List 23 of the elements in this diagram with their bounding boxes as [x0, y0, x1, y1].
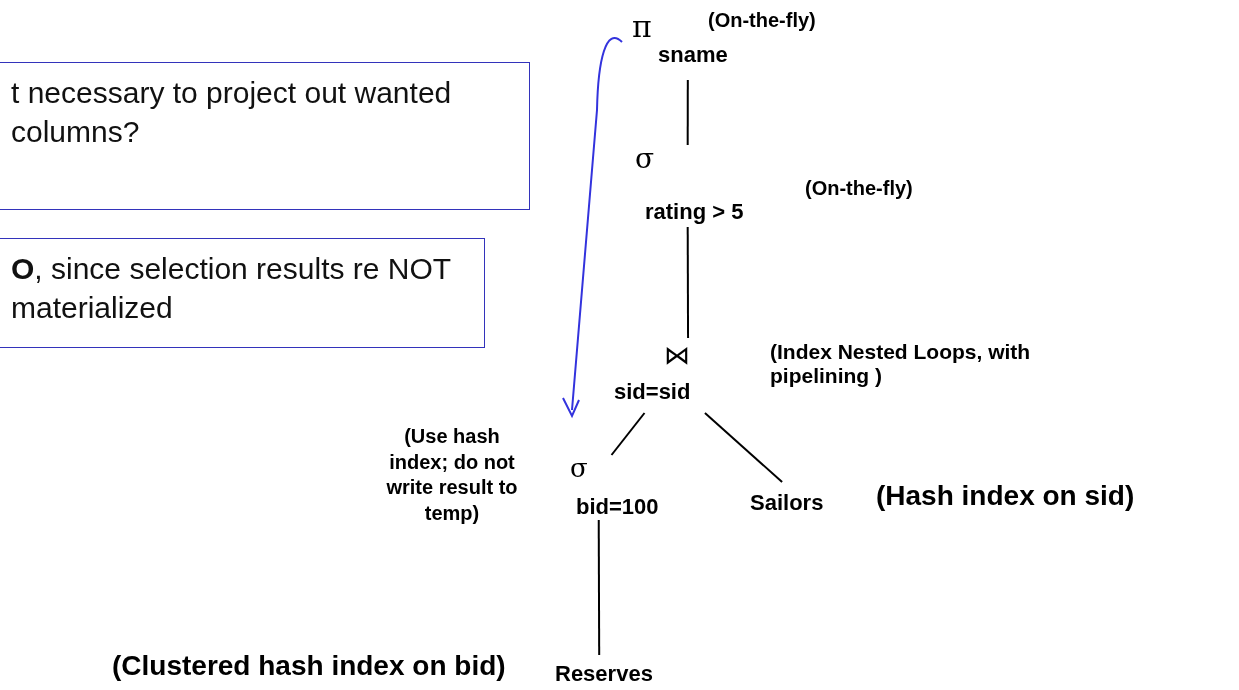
operator-symbol: ⋈: [664, 342, 690, 368]
relation-name: Sailors: [750, 492, 824, 514]
operator-condition: bid=100: [576, 496, 659, 518]
operator-condition: sname: [658, 44, 728, 66]
operator-symbol: σ: [570, 455, 588, 481]
operator-symbol: σ: [635, 145, 655, 173]
operator-condition: sid=sid: [614, 381, 691, 403]
tree-edge: [610, 412, 646, 456]
note-box: O, since selection results re NOT materialized: [0, 238, 485, 348]
operator-symbol: π: [632, 12, 652, 42]
annotation-text: (Use hash index; do not write result to temp): [385, 424, 519, 526]
annotation-text: (Hash index on sid): [876, 479, 1136, 513]
note-box: t necessary to project out wanted columns?: [0, 62, 530, 210]
tree-edge: [703, 412, 784, 483]
annotation-text: (On-the-fly): [708, 8, 817, 32]
tree-edge: [597, 519, 601, 656]
tree-edge: [686, 79, 689, 146]
tree-edge: [686, 226, 690, 339]
annotation-text: (Index Nested Loops, with pipelining ): [770, 340, 1032, 389]
operator-condition: rating > 5: [645, 201, 744, 223]
relation-name: Reserves: [555, 663, 653, 685]
annotation-text: (On-the-fly): [805, 176, 914, 200]
annotation-text: (Clustered hash index on bid): [112, 649, 507, 683]
